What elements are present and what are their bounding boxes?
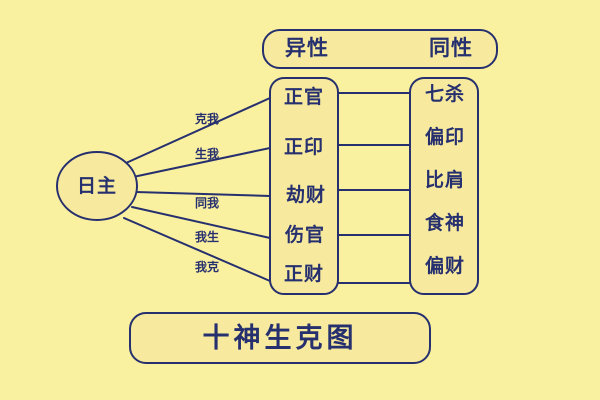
connector-line-sheng-wo (132, 147, 271, 178)
opposite-cell-zheng-cai: 正财 (283, 263, 324, 285)
day-master-circle (56, 151, 138, 221)
same-cell-qi-sha: 七杀 (424, 83, 465, 105)
connector-line-wo-ke (123, 217, 271, 282)
opposite-polarity-column-panel (269, 77, 339, 295)
same-cell-pian-cai: 偏财 (424, 255, 465, 277)
same-polarity-column-panel (409, 77, 479, 295)
relation-label-wo-ke: 我克 (194, 260, 219, 274)
connector-line-tong-wo (135, 191, 271, 197)
opposite-cell-shang-guan: 伤官 (284, 224, 325, 246)
relation-label-sheng-wo: 生我 (194, 147, 219, 161)
relation-connector-lines (123, 97, 271, 282)
header-label-opposite-polarity: 异性 (285, 36, 329, 60)
header-box (262, 29, 498, 69)
column-link-lines (337, 92, 411, 284)
diagram-title: 十神生克图 (202, 323, 358, 354)
connector-line-wo-sheng (131, 206, 271, 239)
opposite-cell-jie-cai: 劫财 (285, 184, 326, 206)
same-cell-pian-yin: 偏印 (424, 126, 465, 148)
relation-label-wo-sheng: 我生 (194, 230, 219, 244)
relation-label-tong-wo: 同我 (194, 196, 219, 210)
opposite-cell-zheng-yin: 正印 (283, 136, 324, 158)
day-master-label: 日主 (76, 175, 117, 197)
opposite-cell-zheng-guan: 正官 (283, 86, 324, 108)
header-label-same-polarity: 同性 (429, 36, 473, 60)
title-box (129, 312, 431, 364)
connector-line-ke-wo (125, 97, 271, 164)
same-cell-bi-jian: 比肩 (424, 169, 465, 191)
relation-label-ke-wo: 克我 (194, 112, 219, 126)
same-cell-shi-shen: 食神 (424, 212, 465, 234)
